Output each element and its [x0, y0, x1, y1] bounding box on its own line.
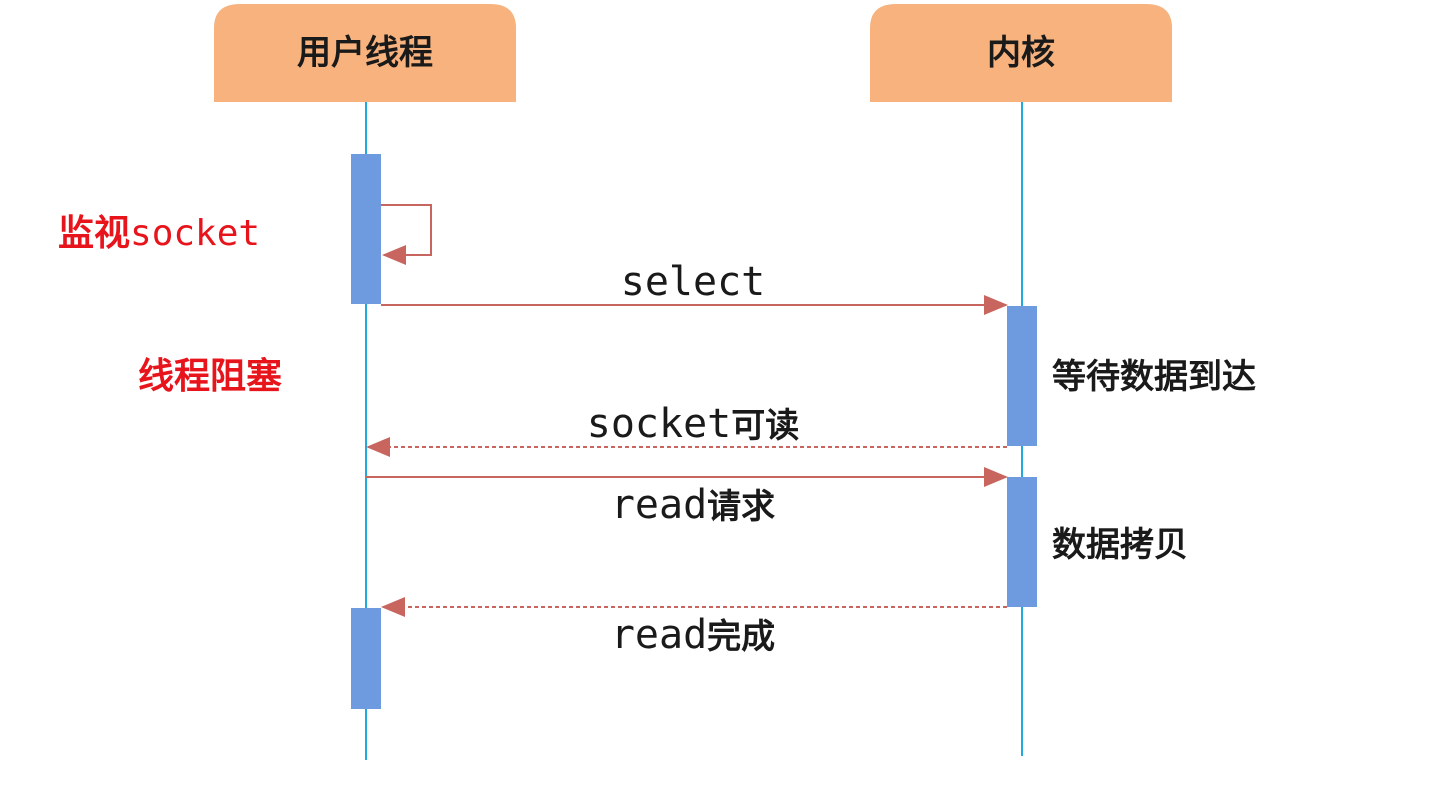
- actor-user-thread: 用户线程: [214, 4, 516, 102]
- actor-box: [214, 4, 516, 102]
- label-read-request: read请求: [611, 482, 775, 528]
- note-monitor-socket: 监视socket: [58, 213, 260, 254]
- label-read-complete: read完成: [611, 612, 775, 658]
- activation-user-2: [351, 608, 381, 709]
- note-thread-blocked: 线程阻塞: [138, 356, 282, 397]
- activation-kernel-2: [1007, 477, 1037, 607]
- actor-box: [870, 4, 1172, 102]
- label-select: select: [621, 259, 766, 305]
- activation-user-1: [351, 154, 381, 304]
- note-data-copy: 数据拷贝: [1052, 525, 1188, 565]
- self-loop-arrow: [381, 204, 432, 265]
- actor-label-kernel: 内核: [987, 33, 1055, 73]
- actor-label-user-thread: 用户线程: [297, 33, 433, 73]
- activation-kernel-1: [1007, 306, 1037, 446]
- note-waiting-data: 等待数据到达: [1052, 357, 1256, 397]
- label-socket-readable: socket可读: [587, 401, 800, 447]
- actor-kernel: 内核: [870, 4, 1172, 102]
